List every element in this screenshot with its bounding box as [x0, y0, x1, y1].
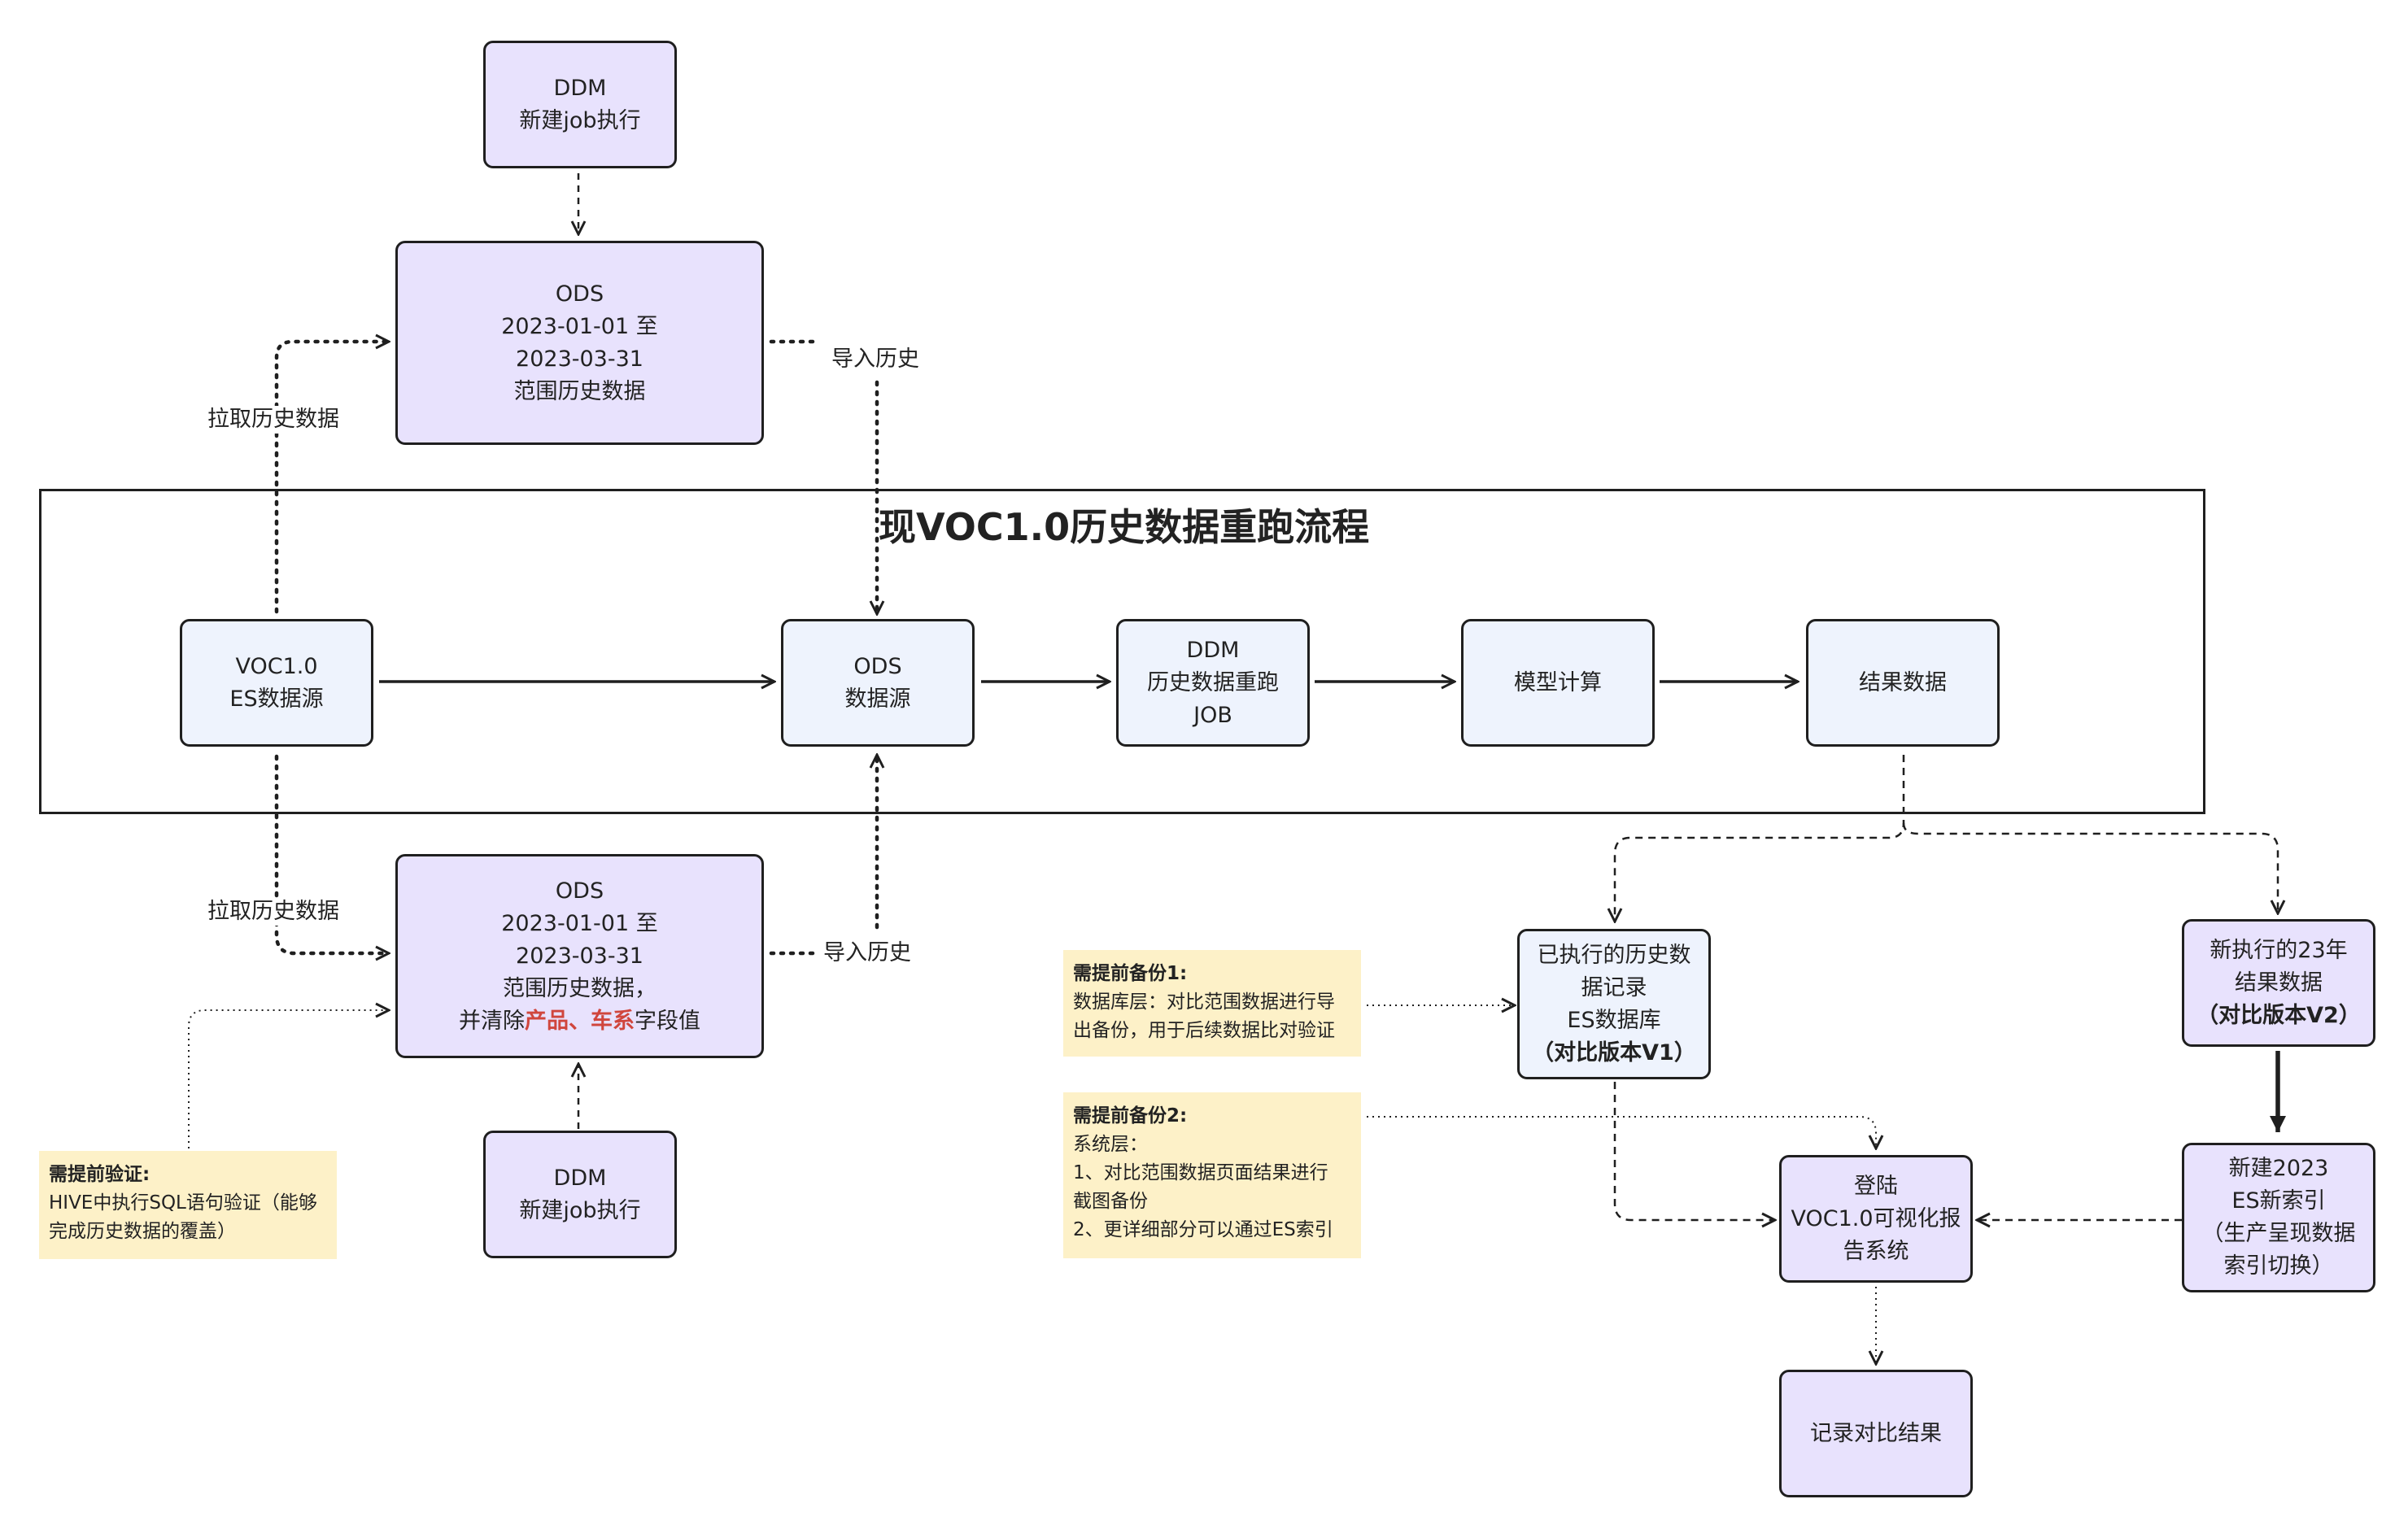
note-title: 需提前验证: [49, 1164, 150, 1185]
node-line: VOC1.0可视化报 [1791, 1205, 1961, 1231]
frame-title: 现VOC1.0历史数据重跑流程 [879, 505, 1370, 549]
note-line: 1、对比范围数据页面结果进行 [1073, 1162, 1328, 1183]
node-line: VOC1.0 [235, 653, 318, 679]
edge-result-to-executed [1615, 755, 1905, 922]
note-title: 需提前备份1: [1073, 963, 1188, 984]
node-ddm-top[interactable]: DDM 新建job执行 [483, 41, 677, 168]
node-line-bold: （对比版本V1） [1532, 1039, 1696, 1066]
note-line: 出备份，用于后续数据比对验证 [1073, 1020, 1335, 1041]
node-line: 2023-01-01 至 [501, 910, 658, 936]
node-line-clear: 并清除产品、车系字段值 [459, 1005, 700, 1038]
node-line: 已执行的历史数 [1537, 942, 1691, 968]
node-line: 数据源 [844, 686, 911, 712]
node-line: ODS [555, 878, 604, 904]
node-line: 新执行的23年 [2210, 937, 2348, 963]
node-new-2023-results[interactable]: 新执行的23年 结果数据 （对比版本V2） [2182, 919, 2375, 1047]
node-ddm-rerun[interactable]: DDM 历史数据重跑 JOB [1116, 619, 1310, 747]
node-ods-bottom[interactable]: ODS 2023-01-01 至 2023-03-31 范围历史数据， 并清除产… [395, 854, 764, 1058]
node-line: 2023-01-01 至 [501, 313, 658, 339]
node-line: 记录对比结果 [1810, 1420, 1942, 1446]
note-backup1: 需提前备份1: 数据库层：对比范围数据进行导 出备份，用于后续数据比对验证 [1063, 950, 1361, 1057]
node-line: 范围历史数据 [513, 378, 646, 404]
node-line: ES数据库 [1567, 1007, 1661, 1033]
node-line: 模型计算 [1514, 669, 1602, 695]
node-ods-source[interactable]: ODS 数据源 [781, 619, 975, 747]
edge-voc-to-ods-bottom [274, 754, 391, 953]
note-line: HIVE中执行SQL语句验证（能够 [49, 1192, 317, 1214]
note-backup2: 需提前备份2: 系统层： 1、对比范围数据页面结果进行 截图备份 2、更详细部分… [1063, 1092, 1361, 1258]
node-model-calc[interactable]: 模型计算 [1461, 619, 1655, 747]
clear-suffix: 字段值 [635, 1008, 700, 1034]
node-record-compare[interactable]: 记录对比结果 [1779, 1370, 1973, 1497]
node-line: 索引切换） [2223, 1253, 2334, 1279]
label-pull-bottom: 拉取历史数据 [207, 898, 339, 926]
node-line: 据记录 [1581, 974, 1647, 1000]
node-line-bold: （对比版本V2） [2196, 1002, 2361, 1028]
note-line: 截图备份 [1073, 1191, 1148, 1212]
node-line: 结果数据 [1859, 669, 1947, 695]
edge-voc-to-ods-top [274, 342, 391, 614]
node-line: 新建job执行 [519, 107, 641, 133]
clear-prefix: 并清除 [459, 1008, 525, 1034]
node-line: ODS [555, 281, 604, 307]
node-line: ES新索引 [2231, 1188, 2326, 1214]
label-import-bottom: 导入历史 [823, 939, 911, 967]
node-ddm-bottom[interactable]: DDM 新建job执行 [483, 1131, 677, 1258]
node-line: DDM [553, 75, 607, 101]
node-new-es-index[interactable]: 新建2023 ES新索引 （生产呈现数据 索引切换） [2182, 1143, 2375, 1292]
node-line: 2023-03-31 [516, 346, 643, 372]
edge-executed-to-login [1613, 1082, 1775, 1220]
node-ods-top[interactable]: ODS 2023-01-01 至 2023-03-31 范围历史数据 [395, 241, 764, 445]
node-line: 结果数据 [2235, 970, 2323, 996]
note-line: 完成历史数据的覆盖） [49, 1221, 236, 1242]
node-line: JOB [1193, 702, 1232, 728]
node-line: DDM [1186, 637, 1240, 663]
node-line: 告系统 [1843, 1238, 1909, 1264]
node-line: 历史数据重跑 [1147, 669, 1279, 695]
node-line: DDM [553, 1165, 607, 1191]
note-line: 数据库层：对比范围数据进行导 [1073, 991, 1335, 1013]
label-import-top: 导入历史 [831, 346, 919, 373]
node-result-data[interactable]: 结果数据 [1806, 619, 2000, 747]
node-login-voc[interactable]: 登陆 VOC1.0可视化报 告系统 [1779, 1155, 1973, 1283]
node-line: 范围历史数据， [503, 975, 657, 1001]
edge-note-verify-to-ods-bottom [188, 1010, 389, 1148]
node-line: ES数据源 [229, 686, 324, 712]
node-line: 新建2023 [2228, 1156, 2329, 1181]
node-line: ODS [853, 653, 902, 679]
node-line: （生产呈现数据 [2201, 1221, 2356, 1246]
note-pre-verify: 需提前验证: HIVE中执行SQL语句验证（能够 完成历史数据的覆盖） [39, 1151, 337, 1259]
node-line: 新建job执行 [519, 1197, 641, 1223]
note-title: 需提前备份2: [1073, 1105, 1188, 1127]
node-line: 2023-03-31 [516, 943, 643, 969]
note-line: 2、更详细部分可以通过ES索引 [1073, 1219, 1333, 1240]
process-frame [39, 489, 2205, 814]
clear-highlight: 产品、车系 [525, 1008, 635, 1034]
node-line: 登陆 [1854, 1173, 1898, 1199]
node-voc-source[interactable]: VOC1.0 ES数据源 [180, 619, 373, 747]
label-pull-top: 拉取历史数据 [207, 406, 339, 434]
node-executed-records[interactable]: 已执行的历史数 据记录 ES数据库 （对比版本V1） [1517, 929, 1711, 1079]
edge-result-to-new2023 [1902, 822, 2278, 913]
note-line: 系统层： [1073, 1134, 1148, 1155]
edge-backup2-to-login [1367, 1116, 1876, 1148]
